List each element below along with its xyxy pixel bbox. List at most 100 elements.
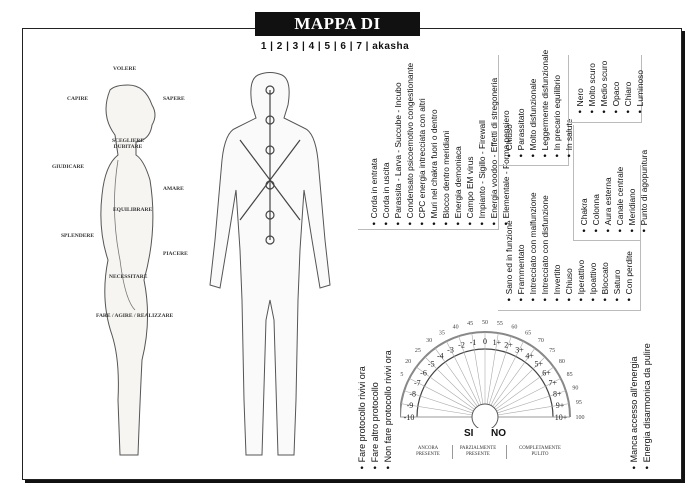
label-capire: CAPIRE xyxy=(67,96,89,102)
list-item[interactable]: Frammentato xyxy=(515,175,527,302)
inner-scale-label: -6 xyxy=(420,368,427,377)
list-item[interactable]: Non fare protocollo rivivi ora xyxy=(382,330,395,470)
scale-ray xyxy=(458,336,482,406)
inner-scale-label: 4+ xyxy=(525,352,534,361)
list-item[interactable]: CPC energia intrecciata con altri xyxy=(416,62,428,226)
list-item[interactable]: Medio scuro xyxy=(598,60,610,114)
outer-scale-label: 85 xyxy=(567,372,573,378)
list-item[interactable]: Energia demoniaca xyxy=(452,62,464,226)
inner-scale-label: 3+ xyxy=(515,345,524,354)
outer-scale-label: 75 xyxy=(549,348,555,354)
scale-ray xyxy=(434,348,479,408)
list-item[interactable]: Parassitato xyxy=(515,62,527,158)
label-fare-agire-realizzare: FARE / AGIRE / REALIZZARE xyxy=(96,313,174,319)
inner-scale-label: 2+ xyxy=(504,341,513,350)
list-item[interactable]: Muri nel chakra fuori o dentro xyxy=(428,62,440,226)
list-item[interactable]: Intrecciato con disfunzione xyxy=(539,175,551,302)
scale-ray xyxy=(404,390,474,414)
list-item[interactable]: Impianto - Sigillo - Firewall xyxy=(476,62,488,226)
label-splendere: SPLENDERE xyxy=(61,233,95,239)
list-item[interactable]: Corda in entrata xyxy=(368,62,380,226)
outer-scale-label: 95 xyxy=(576,400,582,406)
inner-scale-label: -9 xyxy=(407,401,414,410)
front-body-figure xyxy=(209,72,331,456)
label-sapere: SAPERE xyxy=(163,96,185,102)
outer-scale-label: 100 xyxy=(576,415,585,421)
function-box xyxy=(498,165,641,311)
scale-ray xyxy=(471,332,484,406)
list-item[interactable]: Leggermente disfunzionale xyxy=(539,50,551,158)
list-item[interactable]: Meridiano xyxy=(626,130,638,233)
scale-ray xyxy=(400,403,474,416)
list-item[interactable]: Invertito xyxy=(551,175,563,302)
state-list: ChiusoParassitatoMolto disfunzionaleLegg… xyxy=(503,50,575,158)
list-item[interactable]: In precario equilibrio xyxy=(551,62,563,158)
scale-ray xyxy=(488,336,512,406)
list-item[interactable]: Manca accesso all'energia xyxy=(628,330,641,470)
list-item[interactable]: Condensato psicoemotivo congestionante xyxy=(404,62,416,226)
page-title: MAPPA DI LAVORO xyxy=(255,12,420,57)
outer-scale-label: 70 xyxy=(538,338,544,344)
energy-list: Manca accesso all'energiaEnergia disarmo… xyxy=(628,330,654,470)
scale-ray xyxy=(416,366,476,411)
label-necessitare: NECESSITARE xyxy=(109,274,148,280)
no-label: NO xyxy=(491,428,506,439)
list-item[interactable]: Opaco xyxy=(610,60,622,114)
inner-scale-label: -5 xyxy=(428,359,435,368)
location-box xyxy=(573,125,641,241)
outer-scale-label: 50 xyxy=(482,320,488,326)
list-item[interactable]: Aura esterna xyxy=(602,130,614,233)
label-volere: VOLERE xyxy=(113,66,137,72)
label-giudicare: GIUDICARE xyxy=(52,164,85,170)
list-item[interactable]: Chiuso xyxy=(503,62,515,158)
list-item[interactable]: Campo EM virus xyxy=(464,62,476,226)
label-equilibrare: EQUILIBRARE xyxy=(113,207,153,213)
inner-scale-label: 1+ xyxy=(493,338,502,347)
outer-scale-label: 90 xyxy=(572,386,578,392)
list-item[interactable]: Colonna xyxy=(590,130,602,233)
inner-scale-label: 5+ xyxy=(534,359,543,368)
list-item[interactable]: Intrecciato con malfunzione xyxy=(527,175,539,302)
pendulum-center xyxy=(471,403,499,428)
level-selector: 1 | 2 | 3 | 4 | 5 | 6 | 7 | akasha xyxy=(260,41,410,52)
list-item[interactable]: Fare altro protocollo xyxy=(369,330,382,470)
pendulum-protractor: 0-105-910-815-720-625-530-435-340-245-15… xyxy=(400,320,585,428)
list-item[interactable]: Energia disarmonica da pulire xyxy=(641,330,654,470)
outer-scale-label: 55 xyxy=(497,321,503,327)
list-item[interactable]: Blocco dentro meridiani xyxy=(440,62,452,226)
location-list: ChakraColonnaAura esternaCanale centrale… xyxy=(578,130,650,233)
list-item[interactable]: Parassita - Larva - Succube - Incubo xyxy=(392,62,404,226)
inner-scale-label: -3 xyxy=(447,345,454,354)
scale-ray xyxy=(486,332,499,406)
list-item[interactable]: Nero xyxy=(574,60,586,114)
inner-scale-label: -10 xyxy=(404,413,415,422)
outer-scale-label: 30 xyxy=(426,338,432,344)
side-body-figure xyxy=(100,84,156,456)
scale-ray xyxy=(424,356,477,409)
list-item[interactable]: Sano ed in funzione xyxy=(503,175,515,302)
list-item[interactable]: Chiaro xyxy=(622,60,634,114)
protocol-list: Fare protocollo rivivi oraFare altro pro… xyxy=(356,330,395,470)
list-item[interactable]: Punto di agopuntura xyxy=(638,130,650,233)
list-item[interactable]: Molto disfunzionale xyxy=(527,62,539,158)
scale-ray xyxy=(409,378,475,412)
inner-scale-label: -1 xyxy=(470,338,477,347)
outer-scale-label: 40 xyxy=(453,325,459,331)
list-item[interactable]: Chakra xyxy=(578,130,590,233)
outer-scale-label: 25 xyxy=(415,348,421,354)
list-item[interactable]: Molto scuro xyxy=(586,60,598,114)
list-item[interactable]: Corda in uscita xyxy=(380,62,392,226)
outer-scale-label: 45 xyxy=(467,321,473,327)
outer-scale-label: 15 xyxy=(400,372,403,378)
outer-scale-label: 20 xyxy=(405,359,411,365)
label-amare: AMARE xyxy=(163,186,184,192)
scale-ray xyxy=(495,378,561,412)
scale-ray xyxy=(493,356,546,409)
list-item[interactable]: Canale centrale xyxy=(614,130,626,233)
label-piacere: PIACERE xyxy=(163,251,188,257)
outer-scale-label: 65 xyxy=(525,330,531,336)
scale-ray xyxy=(446,341,480,407)
list-item[interactable]: Fare protocollo rivivi ora xyxy=(356,330,369,470)
list-item[interactable]: Luminoso xyxy=(634,60,646,114)
inner-scale-label: 9+ xyxy=(556,401,565,410)
